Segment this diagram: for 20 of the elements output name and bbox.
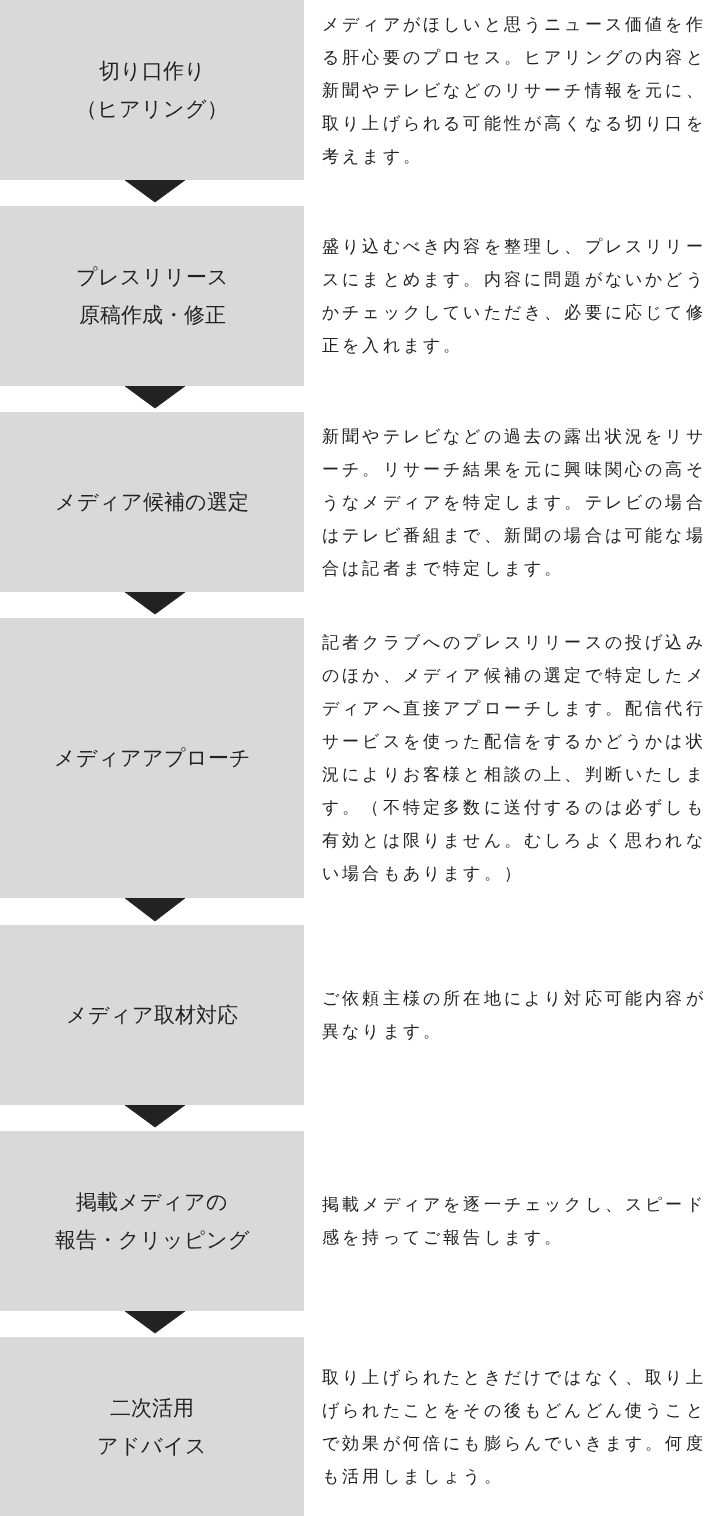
arrow [124, 897, 186, 922]
step-description: 掲載メディアを逐一チェックし、スピード感を持ってご報告します。 [322, 1193, 707, 1249]
arrow [124, 1104, 186, 1128]
step-description: ご依頼主様の所在地により対応可能内容が異なります。 [322, 987, 707, 1043]
step-box: プレスリリース 原稿作成・修正 [0, 206, 304, 386]
step-box: メディア取材対応 [0, 925, 304, 1105]
step-description: 盛り込むべき内容を整理し、プレスリリースにまとめます。内容に問題がないかどうかチェックしていただき、必要に応じて修正を入れます。 [322, 235, 707, 357]
arrow [124, 591, 186, 615]
step-description: 取り上げられたときだけではなく、取り上げられたことをその後もどんどん使うことで効果が何倍にも膨らんでいきます。何度も活用しましょう。 [322, 1365, 707, 1488]
step-description: メディアがほしいと思うニュース価値を作る肝心要のプロセス。ヒアリングの内容と新聞やテレビなどのリサーチ情報を元に、取り上げられる可能性が高くなる切り口を考えます。 [322, 12, 707, 168]
step-box: 掲載メディアの 報告・クリッピング [0, 1131, 304, 1311]
step-description: 新聞やテレビなどの過去の露出状況をリサーチ。リサーチ結果を元に興味関心の高そうなメディアを特定します。テレビの場合はテレビ番組まで、新聞の場合は可能な場合は記者まで特定します。 [322, 424, 707, 580]
step-box: 二次活用 アドバイス [0, 1337, 304, 1516]
step-box: 切り口作り （ヒアリング） [0, 0, 304, 180]
arrow [124, 179, 186, 203]
step-box: メディア候補の選定 [0, 412, 304, 592]
arrow [124, 1310, 186, 1334]
arrow [124, 385, 186, 409]
step-description: 記者クラブへのプレスリリースの投げ込みのほか、メディア候補の選定で特定したメディアへ直接アプローチします。配信代行サービスを使った配信をするかどうかは状況によりお客様と相談の上、判断いたします。（不特定多数に送付するのは必ずしも有効とは限りません。むしろよく思われない場合もあります。） [322, 631, 707, 885]
step-box: メディアアプローチ [0, 618, 304, 898]
